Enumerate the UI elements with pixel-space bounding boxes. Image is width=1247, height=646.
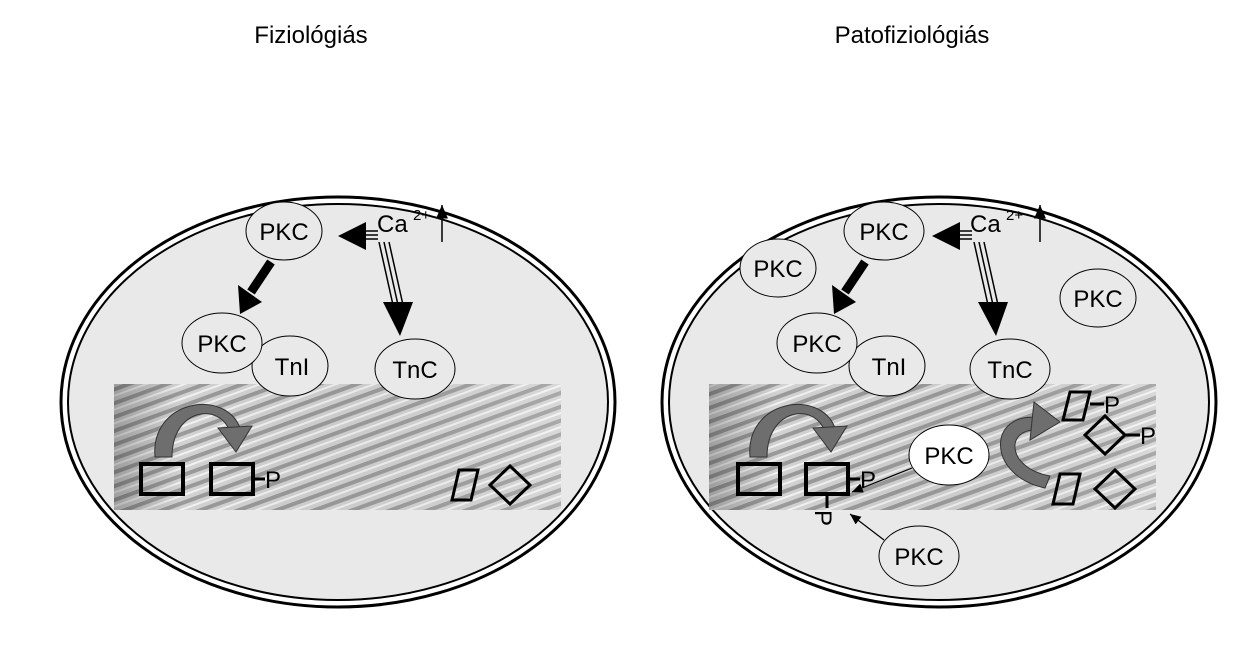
protein-square-unphosphorylated: [736, 462, 782, 496]
phosphate-label-rotated: P: [809, 510, 836, 526]
arrow-ca-to-tnc-right: [973, 241, 1008, 336]
pkc-node-active-center: PKC: [908, 424, 990, 486]
arrow-pkc-to-square: [851, 467, 913, 493]
cell-membrane-outer: [59, 195, 617, 609]
svg-text:Ca: Ca: [970, 211, 1001, 238]
arrow-ca-to-pkc-left: [338, 222, 378, 250]
arrow-pkc-bottom-to-square: [849, 513, 885, 541]
tnc-node-left: TnC: [374, 338, 456, 400]
calcium-label-left: Ca 2+: [377, 207, 430, 238]
svg-text:PKC: PKC: [859, 219, 908, 246]
pkc-node-top-left: PKC: [245, 201, 323, 261]
pkc-node-free-left: PKC: [739, 238, 817, 298]
phosphate-label: P: [265, 467, 281, 494]
tni-node-left: TnI: [251, 335, 329, 397]
svg-text:TnC: TnC: [392, 357, 437, 384]
svg-text:TnI: TnI: [275, 354, 310, 381]
svg-text:PKC: PKC: [894, 544, 943, 571]
svg-text:TnC: TnC: [987, 357, 1032, 384]
svg-text:TnI: TnI: [872, 354, 907, 381]
pkc-node-free-right: PKC: [1059, 268, 1137, 328]
cell-membrane-outer: [660, 195, 1218, 609]
tnc-node-right: TnC: [969, 338, 1051, 400]
svg-text:P: P: [860, 467, 876, 494]
pkc-node-top-right: PKC: [843, 201, 925, 261]
arrow-pkc-translocation-left: [238, 259, 275, 314]
arrow-ca-to-pkc-right: [932, 222, 972, 250]
protein-parallelogram-phosphorylated: [1061, 390, 1092, 422]
pkc-node-bound-left: PKC: [181, 312, 263, 374]
arrow-pkc-translocation-right: [832, 259, 869, 314]
protein-diamond: [1092, 467, 1138, 511]
svg-text:PKC: PKC: [792, 331, 841, 358]
pkc-node-bottom-right: PKC: [878, 525, 960, 587]
protein-diamond-phosphorylated: [1082, 413, 1128, 457]
protein-parallelogram: [1051, 472, 1082, 506]
cell-pathophysiological: PKC PKC PKC Ca 2+: [660, 195, 1218, 609]
protein-diamond: [487, 463, 533, 507]
protein-parallelogram: [450, 468, 480, 502]
svg-text:2+: 2+: [1006, 207, 1023, 224]
title-pathophysiological: Patofiziológiás: [834, 22, 990, 49]
arrow-ca-to-tnc-left: [378, 241, 413, 336]
pkc-node-bound-right: PKC: [776, 312, 858, 374]
curved-arrow-phosphorylation-right-a: [749, 404, 848, 458]
curved-arrow-phosphorylation-left: [154, 404, 253, 458]
cell-physiological: PKC Ca 2+ TnI: [59, 195, 617, 609]
svg-text:Ca: Ca: [377, 211, 408, 238]
protein-square-unphosphorylated: [139, 462, 185, 496]
title-physiological: Fiziológiás: [254, 22, 368, 49]
svg-text:PKC: PKC: [1073, 286, 1122, 313]
pkc-label: PKC: [259, 219, 308, 246]
tni-node-right: TnI: [848, 335, 926, 397]
svg-text:PKC: PKC: [197, 331, 246, 358]
svg-text:P: P: [1140, 423, 1156, 450]
calcium-label-right: Ca 2+: [970, 207, 1023, 238]
curved-arrow-phosphorylation-right-b: [1000, 401, 1061, 489]
svg-text:PKC: PKC: [753, 256, 802, 283]
svg-text:PKC: PKC: [924, 443, 973, 470]
svg-text:P: P: [1104, 392, 1120, 419]
svg-text:2+: 2+: [413, 207, 430, 224]
myofibril-left: [114, 384, 561, 510]
